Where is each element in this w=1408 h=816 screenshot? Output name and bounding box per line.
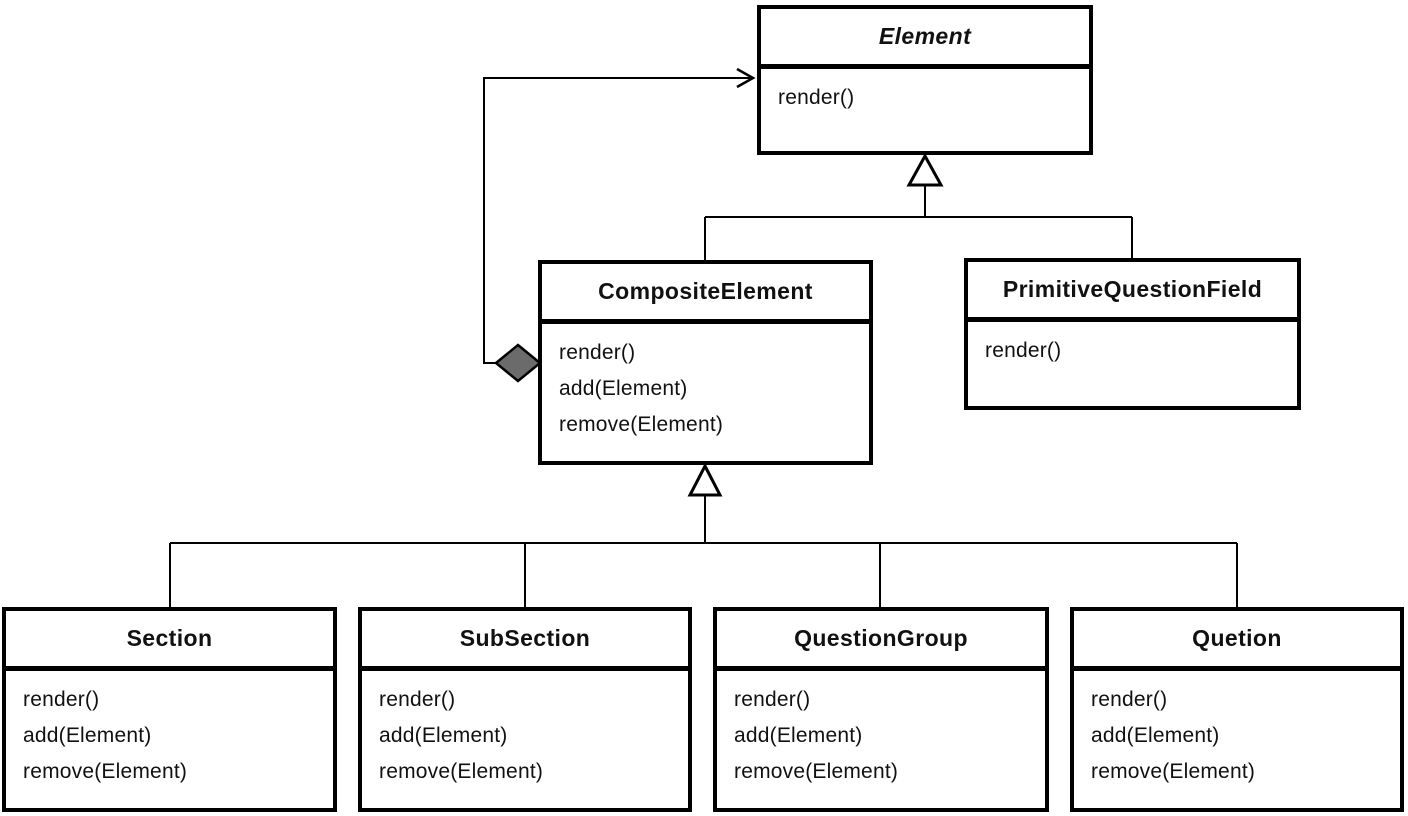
generalization-triangle-icon-composite-element (687, 462, 723, 497)
class-box-composite-element: CompositeElement render() add(Element) r… (538, 260, 873, 465)
class-box-quetion: Quetion render() add(Element) remove(Ele… (1070, 607, 1404, 812)
method-render: render() (778, 86, 855, 109)
method-remove: remove(Element) (734, 760, 899, 783)
method-render: render() (23, 688, 100, 711)
class-title-sub-section: SubSection (362, 611, 688, 671)
method-add: add(Element) (23, 724, 152, 747)
class-methods-primitive-question-field: render() (968, 322, 1297, 380)
method-remove: remove(Element) (1091, 760, 1256, 783)
class-title-element: Element (761, 9, 1089, 69)
open-arrowhead-icon (736, 67, 756, 89)
class-title-primitive-question-field: PrimitiveQuestionField (968, 262, 1297, 322)
class-box-section: Section render() add(Element) remove(Ele… (2, 607, 337, 812)
method-remove: remove(Element) (379, 760, 544, 783)
class-methods-section: render() add(Element) remove(Element) (6, 671, 333, 801)
method-render: render() (734, 688, 811, 711)
generalization-line-to-element (704, 185, 1133, 260)
method-remove: remove(Element) (23, 760, 188, 783)
class-box-question-group: QuestionGroup render() add(Element) remo… (713, 607, 1049, 812)
method-render: render() (985, 339, 1062, 362)
method-add: add(Element) (379, 724, 508, 747)
class-methods-sub-section: render() add(Element) remove(Element) (362, 671, 688, 801)
class-box-primitive-question-field: PrimitiveQuestionField render() (964, 258, 1301, 410)
class-box-sub-section: SubSection render() add(Element) remove(… (358, 607, 692, 812)
method-render: render() (1091, 688, 1168, 711)
class-methods-element: render() (761, 69, 1089, 127)
class-title-composite-element: CompositeElement (542, 264, 869, 324)
class-title-section: Section (6, 611, 333, 671)
method-remove: remove(Element) (559, 413, 724, 436)
generalization-triangle-icon-element (906, 152, 944, 187)
class-methods-quetion: render() add(Element) remove(Element) (1074, 671, 1400, 801)
class-box-element: Element render() (757, 5, 1093, 155)
method-render: render() (379, 688, 456, 711)
generalization-line-to-composite-element (169, 495, 1238, 607)
class-methods-question-group: render() add(Element) remove(Element) (717, 671, 1045, 801)
class-methods-composite-element: render() add(Element) remove(Element) (542, 324, 869, 454)
composition-diamond-icon (494, 343, 542, 383)
method-add: add(Element) (559, 377, 688, 400)
class-title-question-group: QuestionGroup (717, 611, 1045, 671)
method-add: add(Element) (734, 724, 863, 747)
class-title-quetion: Quetion (1074, 611, 1400, 671)
method-render: render() (559, 341, 636, 364)
method-add: add(Element) (1091, 724, 1220, 747)
